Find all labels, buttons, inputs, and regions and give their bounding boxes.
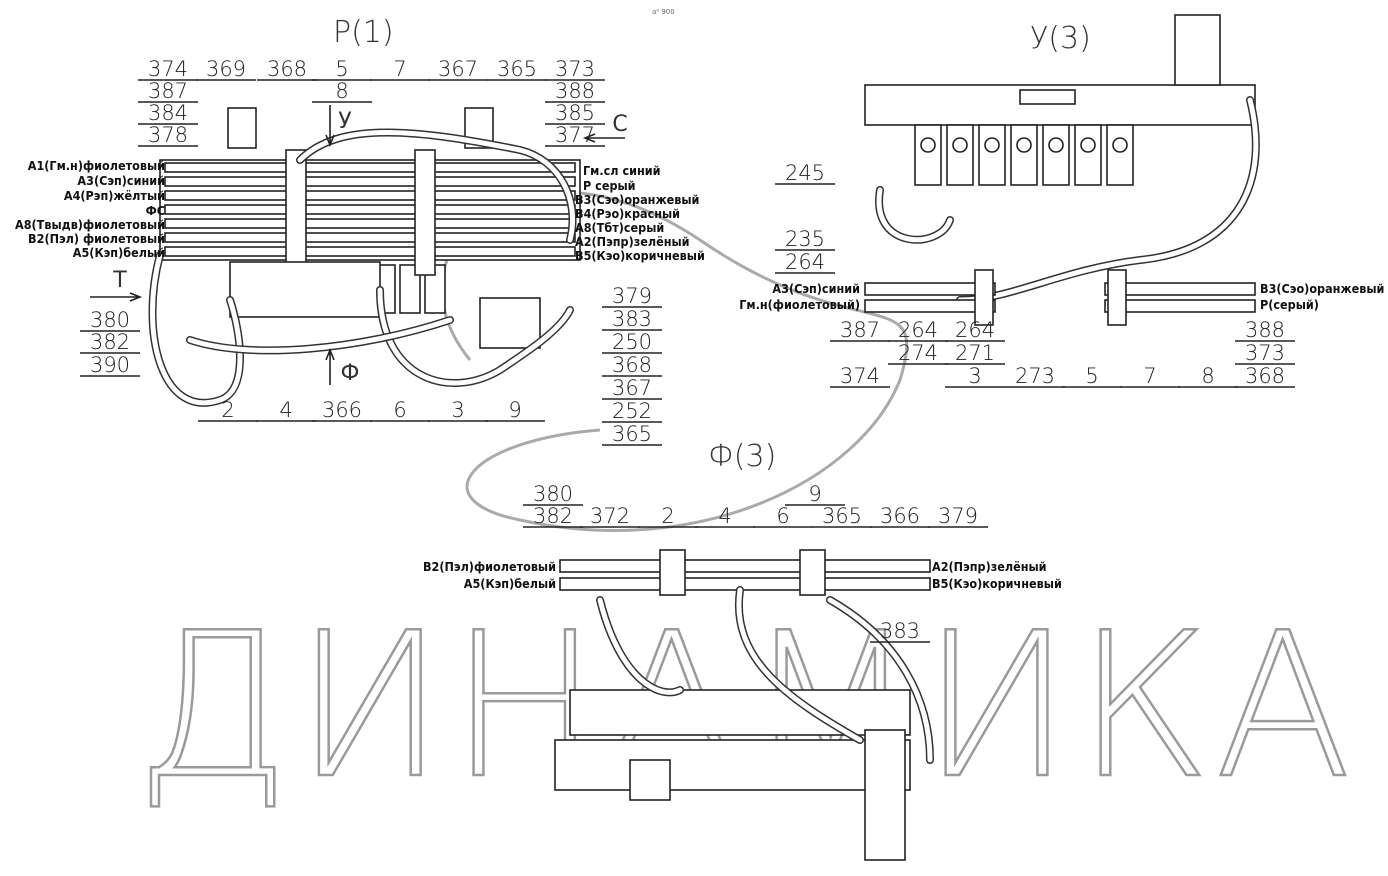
callout-number: 3 bbox=[451, 398, 464, 422]
callout-number: 373 bbox=[1245, 341, 1285, 365]
hose-color-label: Р серый bbox=[583, 178, 636, 193]
callout-number: 7 bbox=[393, 57, 406, 81]
callout-number: 264 bbox=[898, 318, 938, 342]
callout-number: 5 bbox=[335, 57, 348, 81]
hose-color-label: А5(Кэп)белый bbox=[73, 245, 165, 260]
hose-color-label: А2(Пэпр)зелёный bbox=[932, 559, 1047, 574]
callout-number: 380 bbox=[533, 482, 573, 506]
callout-number: 9 bbox=[508, 398, 521, 422]
callout-number: 390 bbox=[90, 353, 130, 377]
callout-number: 382 bbox=[90, 330, 130, 354]
callout-number: 2 bbox=[221, 398, 234, 422]
hose-color-label: А5(Кэп)белый bbox=[464, 576, 556, 591]
hose-color-label: ФС bbox=[146, 203, 165, 218]
callout-number: 367 bbox=[438, 57, 478, 81]
hose-color-label: А8(Твыдв)фиолетовый bbox=[15, 217, 165, 232]
hose-color-label: Гм.сл синий bbox=[583, 163, 661, 178]
right-view-assembly bbox=[864, 14, 1260, 326]
view-title-right: У(3) bbox=[1030, 21, 1091, 56]
callout-number: 382 bbox=[533, 504, 573, 528]
view-title-bottom: Ф(3) bbox=[708, 439, 776, 474]
callout-number: 2 bbox=[661, 504, 674, 528]
callout-number: 369 bbox=[206, 57, 246, 81]
callout-number: 6 bbox=[393, 398, 406, 422]
callout-number: 372 bbox=[590, 504, 630, 528]
callout-number: 365 bbox=[822, 504, 862, 528]
callout-number: 4 bbox=[718, 504, 731, 528]
callout-number: 5 bbox=[1085, 364, 1098, 388]
callout-number: 8 bbox=[1201, 364, 1214, 388]
hose-color-label: В5(Кэо)коричневый bbox=[932, 576, 1062, 591]
callout-number: 378 bbox=[148, 123, 188, 147]
hose-color-label: А4(Рэп)жёлтый bbox=[64, 188, 165, 203]
callout-number: 366 bbox=[322, 398, 362, 422]
left-view-assembly bbox=[90, 105, 625, 407]
callout-number: 3 bbox=[968, 364, 981, 388]
callout-number: 383 bbox=[880, 619, 920, 643]
direction-arrow-label: Т bbox=[112, 268, 127, 293]
hose-color-label: А8(Тбт)серый bbox=[575, 220, 664, 235]
view-title-left: Р(1) bbox=[333, 15, 394, 50]
callout-number: 377 bbox=[555, 123, 595, 147]
callout-number: 388 bbox=[1245, 318, 1285, 342]
callout-number: 250 bbox=[612, 330, 652, 354]
callout-number: 7 bbox=[1143, 364, 1156, 388]
callout-number: 4 bbox=[279, 398, 292, 422]
callout-number: 274 bbox=[898, 341, 938, 365]
callout-number: 365 bbox=[612, 422, 652, 446]
callout-number: 387 bbox=[840, 318, 880, 342]
hose-color-label: А2(Пэпр)зелёный bbox=[575, 234, 690, 249]
hose-color-label: В2(Пэл)фиолетовый bbox=[423, 559, 556, 574]
callout-number: 384 bbox=[148, 101, 188, 125]
hose-color-label: А3(Сэп)синий bbox=[77, 173, 165, 188]
callout-number: 235 bbox=[785, 227, 825, 251]
callout-number: 373 bbox=[555, 57, 595, 81]
hose-color-label: А3(Сэп)синий bbox=[772, 281, 860, 296]
callout-number: 374 bbox=[148, 57, 188, 81]
direction-arrow-label: С bbox=[612, 112, 627, 137]
callout-number: 379 bbox=[938, 504, 978, 528]
direction-arrow-label: Ф bbox=[341, 361, 360, 386]
callout-number: 385 bbox=[555, 101, 595, 125]
callout-number: 9 bbox=[808, 482, 821, 506]
callout-number: 387 bbox=[148, 79, 188, 103]
header-mark: а⁰ 900 bbox=[652, 8, 675, 16]
hose-color-label: В2(Пэл) фиолетовый bbox=[28, 231, 165, 246]
hose-color-label: Гм.н(фиолетовый) bbox=[739, 297, 860, 312]
callout-number: 245 bbox=[785, 161, 825, 185]
callout-number: 6 bbox=[776, 504, 789, 528]
callout-number: 366 bbox=[880, 504, 920, 528]
callout-number: 252 bbox=[612, 399, 652, 423]
direction-arrow-label: У bbox=[338, 109, 352, 134]
callout-number: 388 bbox=[555, 79, 595, 103]
hose-color-label: В3(Сэо)оранжевый bbox=[1260, 281, 1384, 296]
callout-number: 367 bbox=[612, 376, 652, 400]
callout-number: 374 bbox=[840, 364, 880, 388]
bottom-view-assembly bbox=[554, 549, 934, 861]
callout-number: 379 bbox=[612, 284, 652, 308]
callout-number: 264 bbox=[785, 250, 825, 274]
callout-number: 264 bbox=[955, 318, 995, 342]
hose-color-label: В4(Рэо)красный bbox=[575, 206, 680, 221]
hose-color-label: В3(Сэо)оранжевый bbox=[575, 192, 699, 207]
hose-color-label: Р(серый) bbox=[1260, 297, 1319, 312]
callout-number: 383 bbox=[612, 307, 652, 331]
hose-color-label: В5(Кэо)коричневый bbox=[575, 248, 705, 263]
hose-color-label: А1(Гм.н)фиолетовый bbox=[28, 158, 165, 173]
callout-number: 368 bbox=[267, 57, 307, 81]
callout-number: 380 bbox=[90, 308, 130, 332]
callout-number: 8 bbox=[335, 79, 348, 103]
callout-number: 271 bbox=[955, 341, 995, 365]
callout-number: 368 bbox=[612, 353, 652, 377]
callout-number: 273 bbox=[1015, 364, 1055, 388]
callout-number: 365 bbox=[497, 57, 537, 81]
callout-number: 368 bbox=[1245, 364, 1285, 388]
